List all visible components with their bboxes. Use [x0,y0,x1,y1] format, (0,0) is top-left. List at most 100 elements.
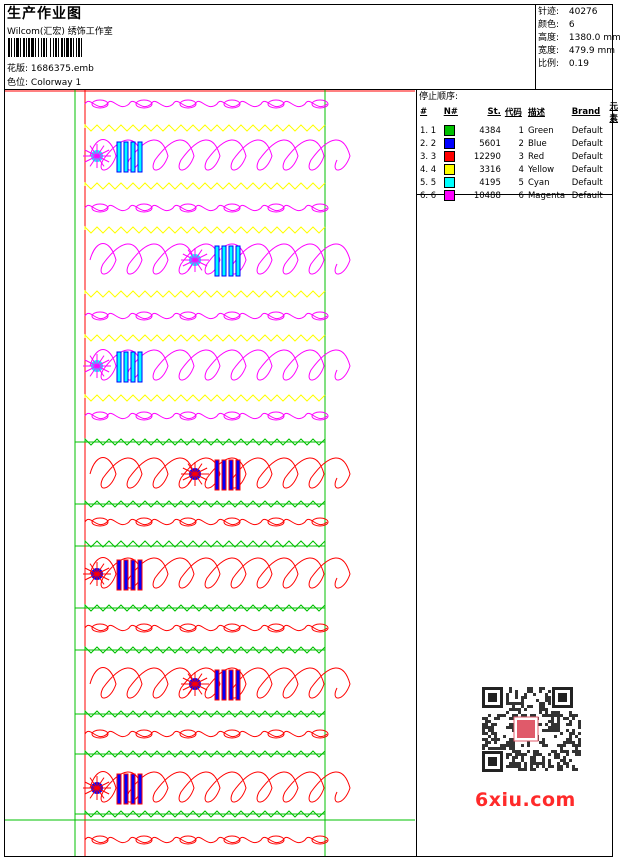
qr-module [557,711,560,714]
qr-module [503,747,506,750]
red-motif-bar [228,669,234,701]
magenta-motif-bar [130,141,136,173]
qr-module [521,705,524,708]
qr-module [530,765,533,768]
qr-module [566,738,569,741]
row-element [607,163,620,176]
row-index: 5. 5 [420,177,437,188]
barcode-bar [69,38,70,57]
qr-module [530,705,533,708]
qr-module [542,729,545,732]
red-paisley-band [84,730,328,738]
qr-module [497,738,500,741]
qr-module [560,714,563,717]
qr-module [509,726,512,729]
barcode-bar [64,38,65,57]
qr-module [548,702,551,705]
magenta-motif-ray [182,253,196,261]
colorway-row: 色位: Colorway 1 [7,75,81,88]
magenta-paisley-band-pod [311,99,329,109]
qr-module [551,723,554,726]
row-swatch [442,124,460,137]
qr-module [572,765,575,768]
qr-module [500,747,503,750]
qr-module [551,726,554,729]
magenta-motif-ray [96,145,105,157]
red-motif-ray [84,573,98,581]
red-motif-ray [194,463,203,475]
row-element [607,150,620,163]
red-motif-ray [96,781,110,789]
qr-module [566,729,569,732]
qr-module [539,702,542,705]
qr-module [566,753,569,756]
magenta-paisley-band-pod [223,203,241,213]
qr-module [527,705,530,708]
qr-module [548,720,551,723]
row-desc: Magenta [527,190,566,201]
qr-module [530,768,533,771]
red-paisley-band-pod [91,623,109,633]
qr-module [548,729,551,732]
qr-module [515,765,518,768]
magenta-paisley-band-pod [223,311,241,321]
barcode-bar [42,38,43,57]
col-element: 元素 [609,102,618,124]
row-stitches: 3316 [479,164,501,175]
qr-module [533,750,536,753]
qr-module [563,741,566,744]
row-desc: Green [527,125,554,136]
qr-module [524,768,527,771]
magenta-paisley-band-pod [91,99,109,109]
barcode-bar [66,38,69,57]
qr-module [557,756,560,759]
qr-module [506,756,509,759]
red-paisley-band-pod [179,623,197,633]
magenta-paisley-band-pod [267,411,285,421]
barcode-bar [25,38,26,57]
qr-module [563,750,566,753]
yellow-zigzag-band [84,333,326,342]
barcode-bar [16,38,19,57]
embroidery-design-preview [5,90,415,856]
red-motif-ray [194,473,208,481]
barcode-bar [77,38,78,57]
barcode [8,38,142,57]
design-file-label: 花版: [7,64,29,74]
qr-module [542,756,545,759]
qr-module [485,741,488,744]
magenta-motif-bar [137,141,143,173]
qr-module [545,693,548,696]
qr-module [485,744,488,747]
row-code: 3 [518,151,524,162]
red-motif-bar [137,773,143,805]
row-code: 5 [518,177,524,188]
header-divider-vertical [535,4,536,89]
qr-module [509,747,512,750]
red-motif-ray [96,573,105,585]
qr-module [545,699,548,702]
qr-finder-center [558,693,567,702]
magenta-paisley-band-pod [223,411,241,421]
row-brand: Default [571,151,603,162]
magenta-scroll-band [89,349,351,381]
qr-module [539,690,542,693]
qr-module [563,744,566,747]
qr-module [539,708,542,711]
qr-module [530,687,533,690]
qr-module [518,750,521,753]
red-motif-ray [89,787,98,799]
qr-module [506,699,509,702]
qr-module [533,756,536,759]
qr-module [569,720,572,723]
magenta-motif-ray [96,149,110,157]
qr-module [575,714,578,717]
qr-module [560,750,563,753]
color-swatch [443,138,455,149]
qr-module [521,702,524,705]
qr-module [533,753,536,756]
qr-module [545,723,548,726]
qr-module [524,753,527,756]
